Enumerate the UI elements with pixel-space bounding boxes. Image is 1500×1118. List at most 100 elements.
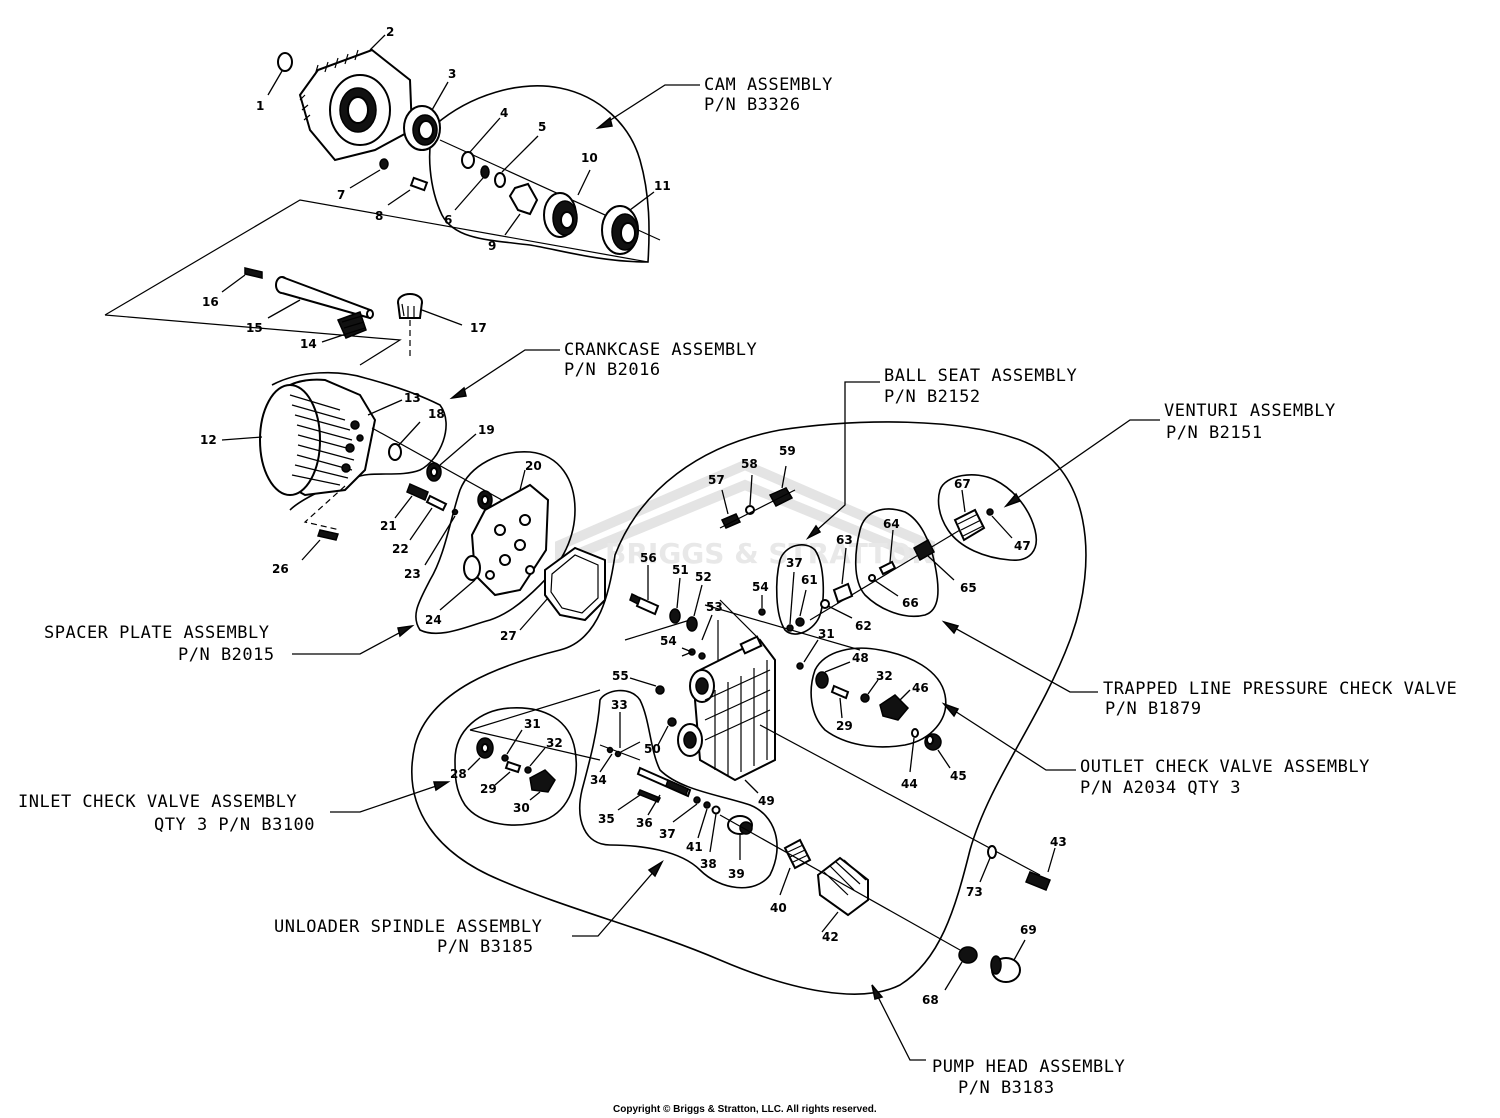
venturi-assembly-outline [937, 474, 1037, 561]
part-41-ring[interactable] [703, 801, 711, 809]
part-18-washer[interactable] [388, 443, 402, 461]
part-label-9: 9 [488, 239, 496, 253]
cam-assembly-name: CAM ASSEMBLY [704, 75, 833, 95]
part-73-washer[interactable] [987, 845, 997, 859]
part-32a-ball[interactable] [524, 766, 532, 774]
part-68-cap[interactable] [958, 946, 978, 964]
part-43-bolt[interactable] [1025, 871, 1051, 891]
part-label-11: 11 [654, 179, 671, 193]
part-49-pump-head[interactable] [677, 635, 776, 782]
part-label-3: 3 [448, 67, 456, 81]
part-label-38: 38 [700, 857, 717, 871]
part-label-16: 16 [202, 295, 219, 309]
inlet-check-valve-pn: QTY 3 P/N B3100 [154, 815, 315, 835]
part-32b-ball[interactable] [860, 693, 870, 703]
part-label-30: 30 [513, 801, 530, 815]
part-54-pin-b[interactable] [758, 608, 766, 616]
part-47-ring[interactable] [986, 508, 994, 516]
cam-assembly-pn: P/N B3326 [704, 95, 801, 115]
part-50-plug[interactable] [667, 717, 677, 727]
part-65-plug[interactable] [913, 538, 935, 562]
part-30-cage[interactable] [529, 769, 556, 793]
part-label-5: 5 [538, 120, 546, 134]
part-19-seal[interactable] [426, 462, 442, 482]
part-29a-spring[interactable] [504, 760, 522, 774]
trapped-line-name: TRAPPED LINE PRESSURE CHECK VALVE [1103, 679, 1457, 699]
part-15-shaft[interactable] [275, 276, 374, 320]
part-10-cam[interactable] [543, 192, 578, 238]
part-label-12: 12 [200, 433, 217, 447]
outlet-check-valve-name: OUTLET CHECK VALVE ASSEMBLY [1080, 757, 1370, 777]
unloader-assembly-pn: P/N B3185 [437, 937, 534, 957]
part-label-39: 39 [728, 867, 745, 881]
part-63-fitting[interactable] [832, 582, 854, 604]
part-label-69: 69 [1020, 923, 1037, 937]
part-46-cage[interactable] [879, 694, 910, 721]
part-label-8: 8 [375, 209, 383, 223]
part-48-seat[interactable] [815, 671, 829, 689]
part-17-cap[interactable] [397, 293, 423, 319]
part-9-nut[interactable] [508, 182, 539, 216]
part-21-plunger[interactable] [406, 482, 429, 502]
cam-assembly-group: 1 2 3 4 5 6 7 8 9 10 11 CAM ASSEMBLY P/N… [256, 25, 833, 263]
inlet-check-valve-name: INLET CHECK VALVE ASSEMBLY [18, 792, 297, 812]
part-26-bolt[interactable] [317, 529, 339, 541]
part-16-pin[interactable] [244, 267, 263, 279]
part-52-ring[interactable] [686, 616, 698, 632]
part-37a-ring[interactable] [786, 624, 794, 632]
part-55-plug[interactable] [655, 685, 665, 695]
part-label-33: 33 [611, 698, 628, 712]
spacer-plate-assembly-pn: P/N B2015 [178, 645, 275, 665]
part-label-56: 56 [640, 551, 657, 565]
part-66-ring[interactable] [868, 574, 876, 582]
part-label-21: 21 [380, 519, 397, 533]
ball-seat-assembly-outline [775, 544, 825, 635]
part-38-ring[interactable] [711, 805, 721, 815]
part-6-ring[interactable] [480, 165, 490, 179]
part-40-spring[interactable] [783, 838, 812, 870]
part-44-ring[interactable] [911, 728, 919, 738]
part-31a-ball[interactable] [501, 754, 509, 762]
part-45-plug[interactable] [924, 733, 942, 751]
part-56-fitting[interactable] [629, 592, 660, 616]
spacer-plate-assembly-outline [415, 451, 576, 635]
part-5-washer[interactable] [494, 172, 506, 188]
watermark-text: BRIGGS & STRATTON [605, 537, 935, 570]
part-12-crankcase[interactable] [259, 378, 377, 497]
part-1-o-ring[interactable] [277, 52, 293, 72]
part-54-pin-a[interactable] [688, 648, 706, 660]
part-label-7: 7 [337, 188, 345, 202]
part-label-4: 4 [500, 106, 508, 120]
part-20-spacer-plate[interactable] [463, 483, 550, 597]
part-3-bearing[interactable] [403, 105, 441, 151]
ball-seat-assembly-name: BALL SEAT ASSEMBLY [884, 366, 1077, 386]
part-label-40: 40 [770, 901, 787, 915]
part-37-ring[interactable] [693, 796, 701, 804]
part-11-bearing[interactable] [601, 205, 639, 255]
part-14-spring[interactable] [336, 311, 367, 339]
part-label-68: 68 [922, 993, 939, 1007]
part-67-venturi[interactable] [953, 508, 986, 542]
part-51-ring[interactable] [669, 608, 681, 624]
part-62-ring[interactable] [820, 599, 830, 609]
part-label-51: 51 [672, 563, 689, 577]
part-61-ring[interactable] [795, 617, 805, 627]
part-64-spring[interactable] [878, 560, 897, 576]
part-label-37b: 37 [659, 827, 676, 841]
part-label-37a: 37 [786, 556, 803, 570]
spacer-plate-assembly-name: SPACER PLATE ASSEMBLY [44, 623, 269, 643]
part-2-cam-housing[interactable] [298, 48, 414, 162]
part-27-gasket[interactable] [544, 546, 606, 622]
part-36-spindle[interactable] [636, 766, 692, 798]
part-29b-spring[interactable] [830, 684, 850, 700]
part-label-55: 55 [612, 669, 629, 683]
crankcase-assembly-group: 12 13 14 15 16 17 18 19 21 22 23 26 CRAN… [104, 199, 757, 581]
part-34-orings[interactable] [606, 746, 622, 758]
part-8-bolt[interactable] [409, 176, 429, 192]
part-7-washer[interactable] [379, 158, 389, 170]
part-42-knob[interactable] [816, 856, 869, 917]
part-22-sleeve[interactable] [425, 494, 448, 512]
part-4-ring[interactable] [461, 151, 475, 169]
part-69-cap[interactable] [990, 955, 1021, 983]
part-31b-ball[interactable] [796, 662, 804, 670]
